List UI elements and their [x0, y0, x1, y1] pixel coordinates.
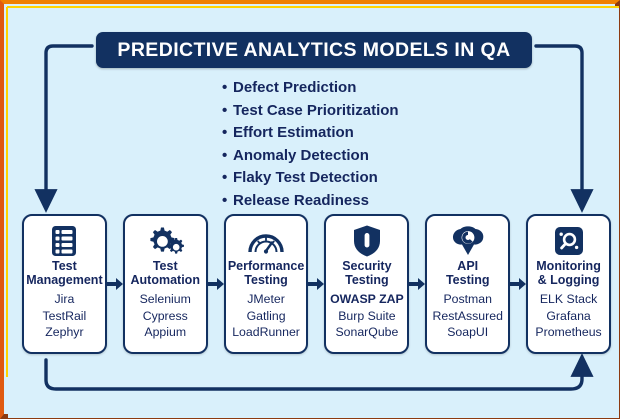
stage-title: API Testing: [445, 259, 490, 287]
stage-card-api-testing[interactable]: API Testing Postman RestAssured SoapUI: [425, 214, 511, 354]
model-list: • Defect Prediction • Test Case Prioriti…: [222, 78, 482, 213]
tool-list: JMeter Gatling LoadRunner: [232, 291, 300, 341]
flow-arrow-icon: [106, 214, 123, 354]
tool-item: SonarQube: [335, 325, 399, 339]
tool-item: JMeter: [247, 292, 285, 306]
bullet-dot-icon: •: [222, 101, 228, 119]
stage-card-performance-testing[interactable]: Performance Testing JMeter Gatling LoadR…: [223, 214, 309, 354]
list-item-label: Defect Prediction: [233, 79, 357, 96]
tool-item: ELK Stack: [539, 292, 598, 306]
bullet-dot-icon: •: [222, 169, 228, 186]
tool-item: LoadRunner: [232, 325, 300, 339]
tool-item: Cypress: [142, 308, 188, 323]
diagram-canvas: PREDICTIVE ANALYTICS MODELS IN QA • Defe…: [8, 8, 619, 418]
bullet-dot-icon: •: [222, 191, 228, 209]
stage-title: Monitoring & Logging: [536, 259, 601, 287]
list-item-label: Flaky Test Detection: [233, 169, 378, 186]
tool-item: RestAssured: [432, 308, 503, 323]
bullet-dot-icon: •: [222, 79, 228, 96]
tool-list: Postman RestAssured SoapUI: [433, 291, 503, 341]
stage-title: Security Testing: [342, 259, 392, 287]
list-item: • Test Case Prioritization: [222, 101, 482, 120]
bullet-dot-icon: •: [222, 146, 228, 164]
connector-layer: [34, 44, 594, 391]
stage-card-test-management[interactable]: Test Management Jira TestRail Zephyr: [22, 214, 107, 354]
shield-icon: [352, 223, 382, 259]
tool-item: Zephyr: [45, 325, 84, 339]
tool-item: OWASP ZAP: [330, 292, 404, 306]
tool-list: OWASP ZAP Burp Suite SonarQube: [330, 291, 404, 341]
flow-arrow-icon: [308, 214, 325, 354]
gauge-icon: [247, 223, 285, 259]
diagram-title-banner: PREDICTIVE ANALYTICS MODELS IN QA: [96, 32, 532, 68]
stage-title: Performance Testing: [227, 259, 305, 287]
tool-list: Selenium Cypress Appium: [140, 291, 191, 341]
tool-item: Selenium: [139, 292, 191, 306]
tool-item: Gatling: [246, 308, 286, 323]
flow-arrow-icon: [510, 214, 527, 354]
list-item-label: Test Case Prioritization: [233, 101, 399, 119]
tool-item: Burp Suite: [338, 308, 396, 323]
tool-item: Grafana: [546, 308, 591, 323]
stage-card-test-automation[interactable]: Test Automation Selenium Cypress Appium: [122, 214, 208, 354]
list-item-label: Anomaly Detection: [233, 146, 369, 164]
list-item: • Defect Prediction: [222, 78, 482, 97]
stage-card-security-testing[interactable]: Security Testing OWASP ZAP Burp Suite So…: [324, 214, 410, 354]
frame-accent-left: [6, 7, 8, 377]
list-item-label: Effort Estimation: [233, 124, 354, 141]
tool-item: SoapUI: [447, 325, 489, 339]
flow-arrow-icon: [409, 214, 426, 354]
pipeline-row: Test Management Jira TestRail Zephyr: [22, 214, 611, 362]
clipboard-list-icon: [49, 223, 79, 259]
list-item: • Anomaly Detection: [222, 146, 482, 165]
page-title: PREDICTIVE ANALYTICS MODELS IN QA: [117, 38, 511, 61]
tool-item: TestRail: [42, 308, 87, 323]
magnifier-square-icon: [553, 223, 585, 259]
frame-accent-top: [7, 6, 619, 8]
list-item-label: Release Readiness: [233, 191, 369, 209]
bullet-dot-icon: •: [222, 124, 228, 141]
tool-item: Jira: [54, 292, 75, 306]
list-item: • Flaky Test Detection: [222, 168, 482, 187]
tool-list: Jira TestRail Zephyr: [43, 291, 87, 341]
tool-list: ELK Stack Grafana Prometheus: [535, 291, 601, 341]
list-item: • Effort Estimation: [222, 123, 482, 142]
api-cloud-icon: [450, 223, 486, 259]
stage-title: Test Management: [26, 259, 103, 287]
stage-card-monitoring-logging[interactable]: Monitoring & Logging ELK Stack Grafana P…: [526, 214, 611, 354]
flow-arrow-icon: [207, 214, 224, 354]
gears-icon: [145, 223, 185, 259]
tool-item: Prometheus: [535, 325, 602, 339]
stage-title: Test Automation: [130, 259, 200, 287]
tool-item: Postman: [443, 292, 492, 306]
list-item: • Release Readiness: [222, 191, 482, 210]
tool-item: Appium: [144, 325, 187, 339]
